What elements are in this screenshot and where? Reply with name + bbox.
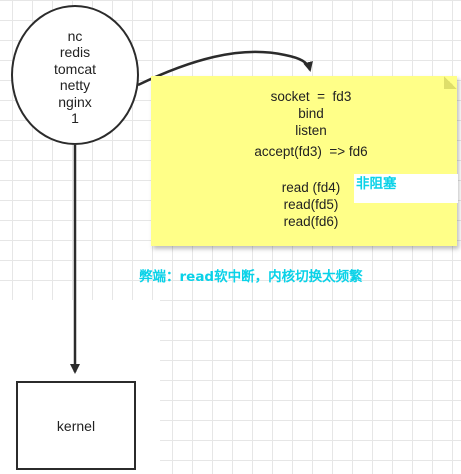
kernel-node[interactable]: kernel <box>16 381 136 470</box>
note-line-socket: socket = fd3 <box>270 89 352 104</box>
note-line-bind: bind <box>298 106 324 121</box>
note-line-listen: listen <box>295 123 327 138</box>
process-label-netty: netty <box>59 77 91 93</box>
drawback-note: 弊端：read软中断，内核切换太频繁 <box>139 269 363 285</box>
note-line-read-fd5: read(fd5) <box>283 197 339 212</box>
syscall-note[interactable]: socket = fd3 bind listen accept(fd3) => … <box>151 76 458 246</box>
note-fold-corner <box>444 76 457 89</box>
note-line-read-fd6: read(fd6) <box>283 214 339 229</box>
process-label-redis: redis <box>59 44 91 60</box>
process-label-tomcat: tomcat <box>53 60 96 77</box>
process-node[interactable]: nc redis tomcat netty nginx 1 <box>11 5 139 145</box>
process-label-nc: nc <box>67 27 83 44</box>
kernel-label: kernel <box>56 417 96 434</box>
process-label-count: 1 <box>71 110 79 126</box>
note-line-read-fd4: read (fd4) <box>281 180 341 195</box>
note-line-accept: accept(fd3) => fd6 <box>254 144 368 159</box>
process-label-nginx: nginx <box>58 93 92 110</box>
nonblocking-label: 非阻塞 <box>354 174 458 203</box>
